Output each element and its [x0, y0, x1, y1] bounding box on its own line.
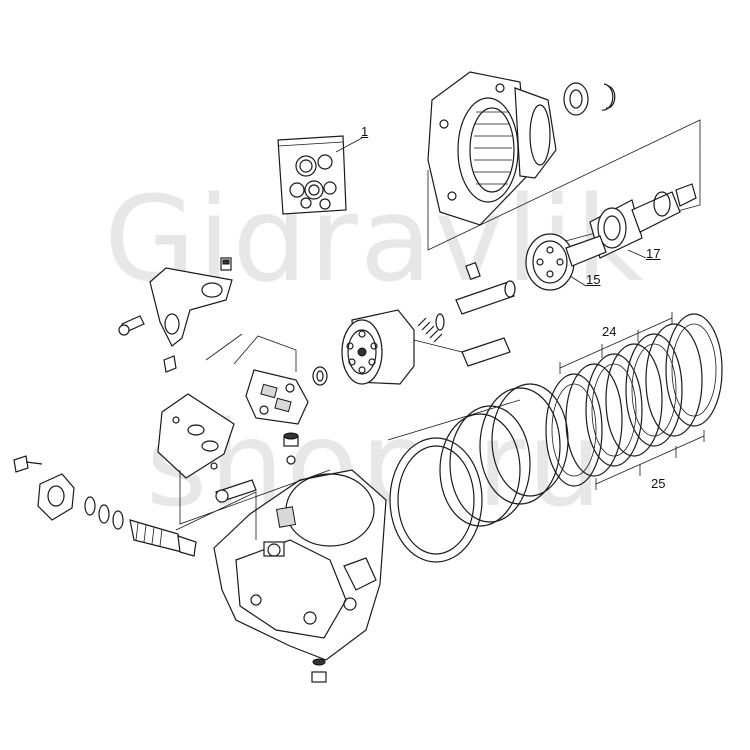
disc-pack	[545, 313, 723, 487]
bracket-25	[595, 430, 705, 490]
guide-line-block	[413, 339, 463, 353]
drain-plug-bottom	[311, 658, 327, 683]
leader-1	[335, 137, 363, 153]
planet-gear	[525, 233, 607, 291]
guide-lines-plate	[205, 333, 297, 372]
port-plate	[157, 393, 235, 479]
allen-screw	[215, 479, 257, 503]
yoke-bracket	[149, 267, 233, 347]
bracket-24	[559, 312, 673, 374]
valve-plate	[245, 369, 309, 425]
callout-24: 24	[602, 324, 617, 339]
brake-piston-ring	[389, 437, 483, 563]
guide-line-disc	[387, 399, 521, 441]
snap-ring	[601, 83, 616, 111]
leader-17	[627, 249, 647, 259]
small-bushing	[312, 366, 328, 386]
callout-1: 1	[361, 124, 369, 139]
adjusting-spindle	[129, 519, 197, 557]
piston-rod	[461, 337, 511, 367]
o-rings-left	[84, 496, 124, 530]
screw-top	[220, 257, 232, 271]
guide-lines-housing	[175, 469, 331, 540]
bolt-left	[13, 455, 43, 473]
callout-25: 25	[651, 476, 666, 491]
seal-kit-bag	[277, 135, 347, 215]
cylinder-block	[341, 309, 415, 385]
callout-15: 15	[586, 272, 601, 287]
spring-assembly	[417, 313, 445, 343]
leader-15	[569, 275, 587, 287]
screw-bottom	[163, 355, 177, 373]
pump-housing	[213, 469, 387, 661]
output-shaft	[589, 183, 697, 259]
plug-top	[283, 432, 299, 465]
cover-plate	[37, 473, 75, 521]
bearing	[563, 82, 589, 116]
callout-17: 17	[646, 246, 661, 261]
screw-left	[118, 315, 145, 336]
control-pin	[455, 261, 516, 315]
housing-flange	[427, 71, 557, 226]
